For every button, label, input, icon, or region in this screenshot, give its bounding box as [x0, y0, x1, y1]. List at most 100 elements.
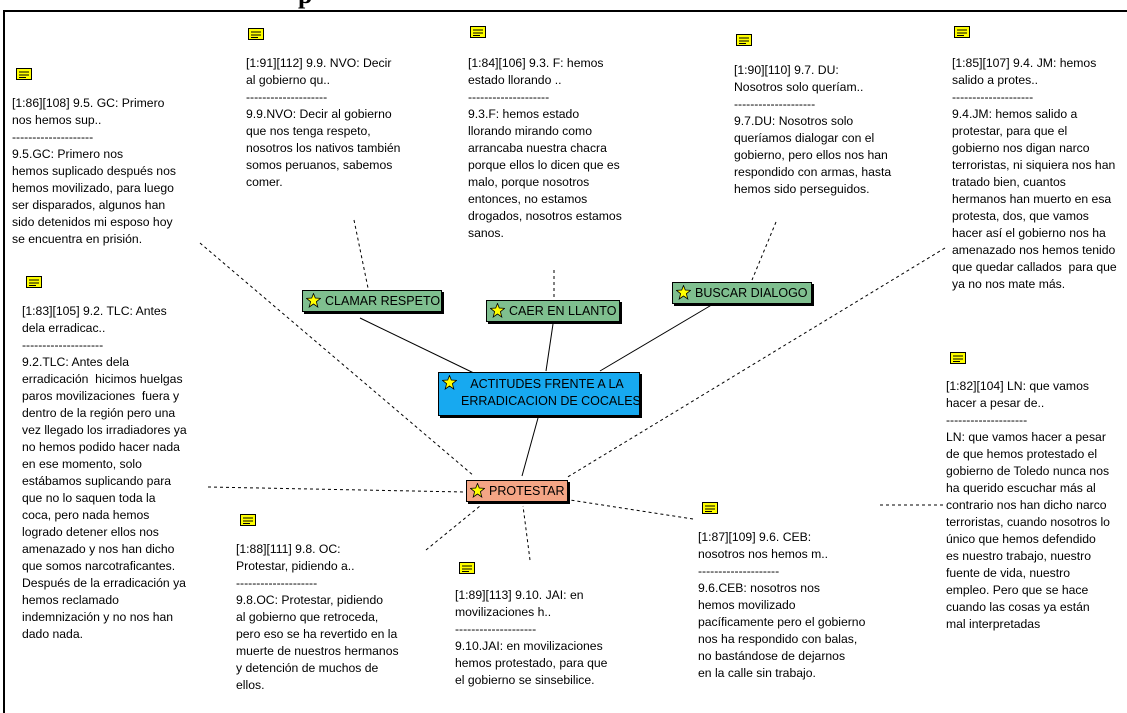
quotation-header-line: [1:89][113] 9.10. JAI: en	[455, 588, 584, 602]
quotation-separator: --------------------	[246, 90, 328, 104]
quotation-note-icon[interactable]	[736, 34, 752, 46]
quotation-q910[interactable]: [1:89][113] 9.10. JAI: en movilizaciones …	[455, 587, 607, 689]
quotation-header-line: nosotros nos hemos m..	[698, 547, 829, 561]
code-label: CLAMAR RESPETO	[325, 294, 441, 308]
quotation-note-icon[interactable]	[26, 276, 42, 288]
quotation-body-line: 9.5.GC: Primero nos	[12, 147, 124, 161]
quotation-body-line: LN: que vamos hacer a pesar	[946, 430, 1106, 444]
quotation-header-line: hacer a pesar de..	[946, 396, 1045, 410]
quotation-body-line: ser disparados, algunos han	[12, 198, 166, 212]
quotation-body-line: hemos sido perseguidos.	[734, 182, 870, 196]
quotation-body-line: que quedar callados para que	[952, 260, 1117, 274]
quotation-body-line: no hemos podido hacer nada	[22, 440, 180, 454]
quotation-header-line: [1:83][105] 9.2. TLC: Antes	[22, 304, 167, 318]
quotation-header-line: [1:88][111] 9.8. OC:	[236, 542, 341, 556]
code-caer-en-llanto[interactable]: CAER EN LLANTO	[486, 300, 620, 322]
quotation-body-line: al gobierno que retroceda,	[236, 610, 379, 624]
quotation-body-line: respondido con armas, hasta	[734, 165, 892, 179]
code-clamar-respeto[interactable]: CLAMAR RESPETO	[302, 290, 442, 312]
quotation-body-line: dado nada.	[22, 627, 83, 641]
quotation-separator: --------------------	[22, 338, 104, 352]
quotation-body-line: comer.	[246, 175, 283, 189]
quotation-body-line: hemos protestado, para que	[455, 656, 608, 670]
quotation-body-line: queríamos dialogar con el	[734, 131, 875, 145]
quotation-body-line: que no lo saquen toda la	[22, 491, 156, 505]
quotation-q96[interactable]: [1:87][109] 9.6. CEB: nosotros nos hemos …	[698, 529, 865, 682]
quotation-body-line: amenazado nos hemos tenido	[952, 243, 1116, 257]
quotation-body-line: el gobierno se sinsebilice.	[455, 673, 595, 687]
quotation-q93[interactable]: [1:84][106] 9.3. F: hemos estado llorando…	[468, 55, 622, 242]
quotation-body-line: no bastándose de dejarnos	[698, 649, 846, 663]
quotation-body-line: terroristas, ni siquiera nos han	[952, 158, 1116, 172]
quotation-body-line: hemos movilizado, para luego	[12, 181, 174, 195]
quotation-body-line: mal interpretadas	[946, 617, 1041, 631]
quotation-note-icon[interactable]	[954, 26, 970, 38]
quotation-body-line: somos peruanos, sabemos	[246, 158, 393, 172]
quotation-body-line: terroristas, cuando nosotros lo	[946, 515, 1110, 529]
link-q99-clamar	[353, 219, 369, 289]
quotation-body-line: que nos tenga respeto,	[246, 124, 371, 138]
code-buscar-dialogo[interactable]: BUSCAR DIALOGO	[672, 282, 812, 304]
link-clamar-central	[359, 317, 481, 377]
quotation-body-line: indemnización y no nos han	[22, 610, 174, 624]
quotation-body-line: contrario nos han dicho narco	[946, 498, 1107, 512]
quotation-body-line: pacíficamente pero el gobierno	[698, 615, 866, 629]
network-canvas	[3, 10, 1127, 713]
quotation-note-icon[interactable]	[16, 68, 32, 80]
quotation-header-line: [1:84][106] 9.3. F: hemos	[468, 56, 604, 70]
quotation-header-line: Nosotros solo queríam..	[734, 80, 864, 94]
quotation-body-line: 9.10.JAI: en movilizaciones	[455, 639, 603, 653]
quotation-body-line: único que hemos defendido	[946, 532, 1096, 546]
link-buscar-central	[599, 299, 721, 372]
quotation-body-line: que somos narcotraficantes.	[22, 559, 176, 573]
quotation-body-line: nos ha respondido con balas,	[698, 632, 858, 646]
quotation-body-line: 9.3.F: hemos estado	[468, 107, 580, 121]
quotation-note-icon[interactable]	[248, 28, 264, 40]
quotation-note-icon[interactable]	[950, 352, 966, 364]
quotation-note-icon[interactable]	[470, 26, 486, 38]
link-q910-protestar	[522, 505, 531, 561]
quotation-note-icon[interactable]	[702, 502, 718, 514]
quotation-body-line: en ese momento, solo	[22, 457, 142, 471]
code-actitudes-central[interactable]: ACTITUDES FRENTE A LA ERRADICACION DE CO…	[438, 372, 641, 416]
quotation-body-line: sanos.	[468, 226, 504, 240]
quotation-body-line: arrancaba nuestra chacra	[468, 141, 607, 155]
quotation-body-line: protesta, dos, que vamos	[952, 209, 1089, 223]
link-q96-protestar	[569, 499, 694, 520]
quotation-q92[interactable]: [1:83][105] 9.2. TLC: Antes dela erradica…	[22, 303, 187, 643]
code-protestar[interactable]: PROTESTAR	[466, 480, 568, 502]
quotation-body-line: cuando las cosas ya están	[946, 600, 1090, 614]
quotation-body-line: es nuestro trabajo, nuestro	[946, 549, 1091, 563]
quotation-body-line: hemos suplicado después nos	[12, 164, 176, 178]
quotation-body-line: protestar, para que el	[952, 124, 1068, 138]
quotation-body-line: ya no nos mate más.	[952, 277, 1066, 291]
quotation-body-line: y detención de muchos de	[236, 661, 379, 675]
quotation-q98[interactable]: [1:88][111] 9.8. OC:Protestar, pidiendo …	[236, 541, 399, 694]
quotation-header-line: movilizaciones h..	[455, 605, 552, 619]
quotation-body-line: gobierno nos digan narco	[952, 141, 1090, 155]
code-label: CAER EN LLANTO	[509, 304, 617, 318]
quotation-note-icon[interactable]	[459, 562, 475, 574]
quotation-body-line: gobierno, pero ellos nos han	[734, 148, 888, 162]
quotation-q97[interactable]: [1:90][110] 9.7. DU:Nosotros solo quería…	[734, 62, 891, 198]
quotation-header-line: dela erradicac..	[22, 321, 106, 335]
quotation-body-line: drogados, nosotros estamos	[468, 209, 622, 223]
code-star-icon	[676, 285, 691, 300]
quotation-body-line: vez llegado los irradiadores ya	[22, 423, 187, 437]
quotation-body-line: llorando mirando como	[468, 124, 592, 138]
quotation-body-line: 9.8.OC: Protestar, pidiendo	[236, 593, 384, 607]
quotation-header-line: [1:87][109] 9.6. CEB:	[698, 530, 812, 544]
code-label-line1: ACTITUDES FRENTE A LA	[470, 377, 624, 391]
code-star-icon	[470, 483, 485, 498]
quotation-separator: --------------------	[698, 564, 780, 578]
quotation-header-line: [1:85][107] 9.4. JM: hemos	[952, 56, 1097, 70]
quotation-body-line: paros movilizaciones fuera y	[22, 389, 180, 403]
quotation-body-line: hermanos han muerto en esa	[952, 192, 1112, 206]
quotation-header-line: estado llorando ..	[468, 73, 562, 87]
quotation-note-icon[interactable]	[240, 514, 256, 526]
